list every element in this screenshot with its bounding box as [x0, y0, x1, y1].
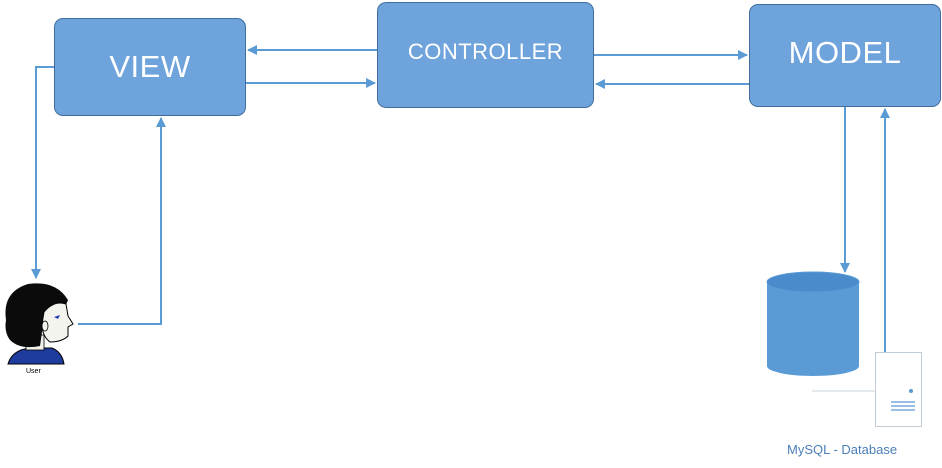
- view-label: VIEW: [109, 49, 191, 84]
- database-caption: MySQL - Database: [787, 442, 898, 457]
- view-box: VIEW: [54, 18, 246, 116]
- model-box: MODEL: [749, 4, 941, 107]
- user-caption: User: [26, 368, 41, 375]
- controller-box: CONTROLLER: [377, 2, 594, 108]
- user-icon: [5, 283, 74, 365]
- arrow-view-to-user: [31, 66, 54, 279]
- database-cylinder-icon: [766, 271, 860, 376]
- server-icon: [812, 352, 922, 427]
- model-label: MODEL: [788, 34, 902, 70]
- arrow-user-to-view: [78, 117, 166, 325]
- controller-label: CONTROLLER: [407, 39, 564, 64]
